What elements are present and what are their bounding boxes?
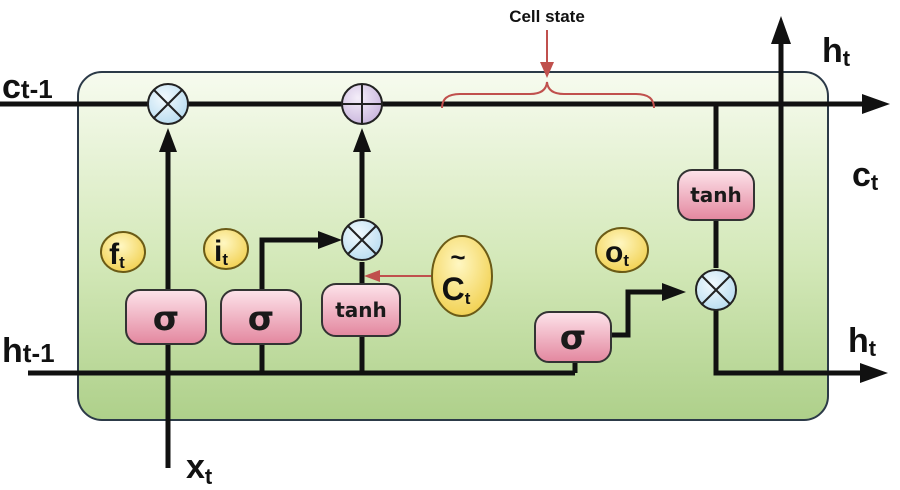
- x-input-label-main: x: [186, 448, 205, 486]
- output-multiply-icon: [695, 269, 737, 311]
- output-gate-label: σ: [560, 318, 586, 358]
- output-gate-to-multiply-line: [608, 289, 665, 338]
- x-input-label-sub: t: [205, 464, 213, 489]
- output-vector-badge: ot: [595, 227, 649, 273]
- h-out-label-sub: t: [869, 336, 877, 361]
- svg-text:ot: ot: [605, 236, 629, 270]
- svg-text:ct-1: ct-1: [2, 68, 53, 106]
- input-vector-sub: t: [222, 250, 228, 269]
- cell-tanh-gate-label: tanh: [690, 183, 742, 207]
- output-vector-main: o: [605, 236, 623, 269]
- svg-text:it: it: [214, 235, 228, 269]
- forget-multiply-icon: [147, 83, 189, 125]
- cell-tanh-gate: tanh: [677, 169, 755, 221]
- h-prev-label-main: h: [2, 332, 23, 370]
- candidate-gate-label: tanh: [335, 298, 387, 322]
- svg-text:Ct: Ct: [442, 271, 471, 308]
- svg-text:ht: ht: [848, 322, 877, 361]
- cell-add-icon: [341, 83, 383, 125]
- c-prev-label-sub: t-1: [21, 74, 53, 104]
- forget-gate: σ: [125, 289, 207, 345]
- candidate-vector-main: C: [442, 271, 465, 307]
- c-out-label-sub: t: [871, 170, 879, 195]
- cell-state-arrowhead: [862, 94, 890, 114]
- hidden-output-line: [713, 310, 868, 376]
- input-gate-label: σ: [248, 299, 274, 339]
- forget-vector-sub: t: [119, 253, 125, 272]
- h-top-label-main: h: [822, 32, 843, 70]
- candidate-vector-pointer-arrowhead: [364, 270, 380, 282]
- cell-state-pointer-arrowhead: [540, 62, 554, 78]
- output-vector-sub: t: [623, 251, 629, 270]
- h-top-label-sub: t: [843, 46, 851, 71]
- svg-text:ht: ht: [822, 32, 851, 71]
- cell-state-label: Cell state: [509, 7, 585, 26]
- svg-text:ht-1: ht-1: [2, 332, 55, 370]
- candidate-vector-badge: ~ Ct: [431, 235, 493, 317]
- cell-state-brace: [441, 81, 655, 109]
- update-arrowhead: [353, 128, 371, 152]
- c-prev-label-main: c: [2, 68, 21, 106]
- candidate-vector-accent: ~: [450, 242, 465, 272]
- output-arrowhead: [662, 283, 686, 301]
- forget-arrowhead: [159, 128, 177, 152]
- h-prev-label-sub: t-1: [23, 338, 55, 368]
- svg-text:ft: ft: [109, 238, 125, 272]
- c-out-label-main: c: [852, 156, 871, 194]
- input-vector-badge: it: [203, 228, 249, 270]
- input-multiply-icon: [341, 219, 383, 261]
- forget-vector-main: f: [109, 238, 120, 271]
- h-out-label-main: h: [848, 322, 869, 360]
- candidate-vector-sub: t: [465, 289, 471, 308]
- input-vector-main: i: [214, 235, 222, 268]
- hidden-top-arrowhead: [771, 16, 791, 44]
- forget-vector-badge: ft: [100, 231, 146, 273]
- svg-text:xt: xt: [186, 448, 213, 489]
- candidate-gate: tanh: [321, 283, 401, 337]
- hidden-output-arrowhead: [860, 363, 888, 383]
- input-gate: σ: [220, 289, 302, 345]
- input-arrowhead: [318, 231, 342, 249]
- svg-text:ct: ct: [852, 156, 879, 195]
- output-gate: σ: [534, 311, 612, 363]
- forget-gate-label: σ: [153, 299, 179, 339]
